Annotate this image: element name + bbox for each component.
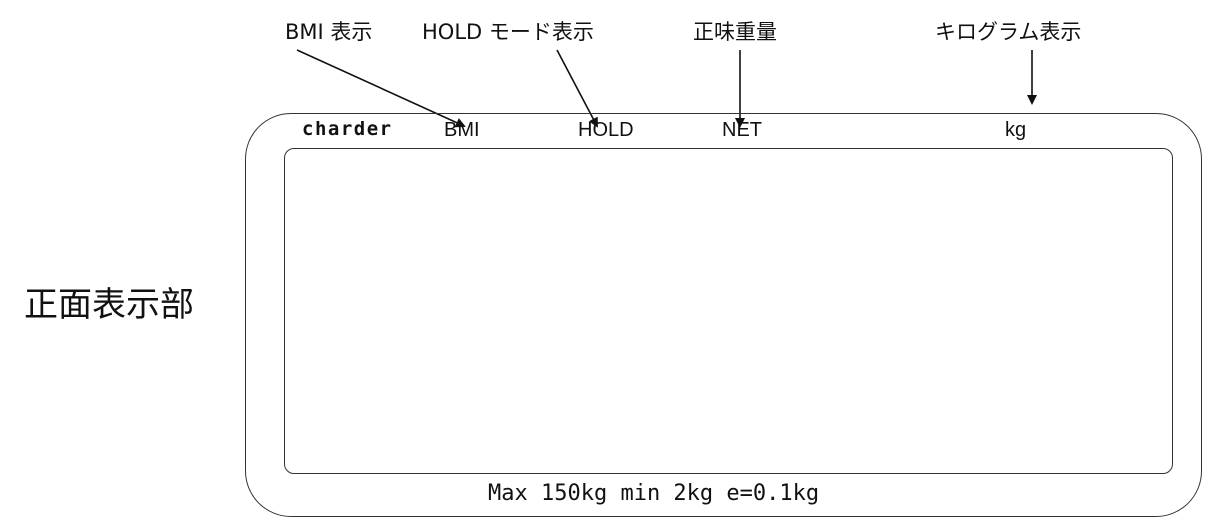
bmi-display-callout: BMI 表示 <box>285 20 373 44</box>
capacity-spec-label: Max 150kg min 2kg e=0.1kg <box>488 481 820 506</box>
lcd-display-area <box>284 148 1173 474</box>
net-weight-callout: 正味重量 <box>693 20 777 44</box>
scale-front-panel <box>245 113 1202 517</box>
net-indicator: NET <box>722 119 762 141</box>
hold-mode-display-callout: HOLD モード表示 <box>422 20 594 44</box>
bmi-indicator: BMI <box>444 119 480 141</box>
kg-indicator: kg <box>1005 119 1027 141</box>
brand-logo: charder <box>302 118 393 140</box>
hold-indicator: HOLD <box>578 119 634 141</box>
front-display-section-title: 正面表示部 <box>24 285 194 325</box>
kilogram-display-callout: キログラム表示 <box>935 20 1082 44</box>
